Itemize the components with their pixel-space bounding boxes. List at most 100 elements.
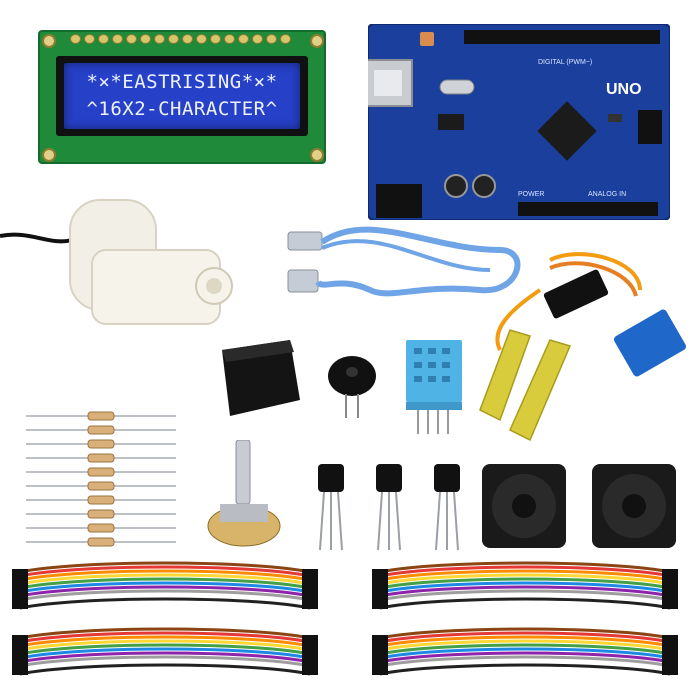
arduino-model-label: UNO <box>606 81 642 98</box>
jumper-connector <box>302 577 318 581</box>
jumper-wire <box>19 597 311 610</box>
jumper-connector <box>12 589 28 593</box>
jumper-wire <box>19 589 311 602</box>
jumper-connector <box>302 635 318 639</box>
jumper-connector <box>12 655 28 659</box>
jumper-connector <box>302 643 318 647</box>
jumper-wire <box>19 577 311 590</box>
jumper-connector <box>302 593 318 597</box>
jumper-connector <box>12 605 28 609</box>
jumper-wire-ribbons <box>12 561 678 676</box>
usb-cable <box>287 226 521 297</box>
resistors <box>26 411 176 547</box>
jumper-connector <box>12 643 28 647</box>
jumper-wire <box>379 663 671 676</box>
resistor-body <box>87 439 115 449</box>
jumper-connector <box>12 593 28 597</box>
jumper-wire <box>19 651 311 664</box>
jumper-connector <box>662 577 678 581</box>
jumper-connector <box>302 663 318 667</box>
jumper-connector <box>302 667 318 671</box>
jumper-connector <box>302 601 318 605</box>
jumper-wire <box>19 663 311 676</box>
resistor-body <box>87 425 115 435</box>
jumper-connector <box>372 663 388 667</box>
jumper-connector <box>372 647 388 651</box>
jumper-connector <box>12 667 28 671</box>
jumper-wire <box>379 593 671 606</box>
jumper-wire <box>379 647 671 660</box>
relay-module <box>222 340 300 416</box>
jumper-connector <box>302 573 318 577</box>
jumper-wire <box>19 561 311 574</box>
jumper-connector <box>372 569 388 573</box>
jumper-connector <box>372 577 388 581</box>
lcd-mount-hole <box>310 148 324 162</box>
jumper-connector <box>12 577 28 581</box>
jumper-connector <box>12 569 28 573</box>
jumper-connector <box>372 671 388 675</box>
jumper-wire <box>19 565 311 578</box>
lcd-screen: *×*EASTRISING*×* ^16X2-CHARACTER^ <box>64 63 300 129</box>
jumper-connector <box>662 573 678 577</box>
jumper-wire <box>379 627 671 640</box>
jumper-connector <box>12 601 28 605</box>
jumper-connector <box>12 663 28 667</box>
jumper-connector <box>662 589 678 593</box>
jumper-connector <box>662 585 678 589</box>
jumper-wire <box>19 659 311 672</box>
jumper-connector <box>12 635 28 639</box>
jumper-connector <box>372 597 388 601</box>
jumper-connector <box>662 639 678 643</box>
jumper-connector <box>12 671 28 675</box>
jumper-connector <box>662 635 678 639</box>
resistor-body <box>87 495 115 505</box>
jumper-wire <box>19 627 311 640</box>
jumper-connector <box>302 569 318 573</box>
lcd-mount-hole <box>310 34 324 48</box>
jumper-connector <box>662 597 678 601</box>
jumper-wire <box>379 569 671 582</box>
jumper-wire <box>19 643 311 656</box>
jumper-wire <box>379 635 671 648</box>
resistor-body <box>87 467 115 477</box>
water-pump <box>0 199 233 325</box>
jumper-connector <box>372 581 388 585</box>
resistor-body <box>87 523 115 533</box>
jumper-connector <box>662 601 678 605</box>
jumper-wire <box>19 655 311 668</box>
jumper-connector <box>372 667 388 671</box>
jumper-wire <box>379 585 671 598</box>
jumper-wire <box>379 577 671 590</box>
jumper-connector <box>302 639 318 643</box>
jumper-connector <box>372 651 388 655</box>
jumper-connector <box>662 581 678 585</box>
buzzer <box>328 356 376 418</box>
jumper-wire <box>19 593 311 606</box>
soil-moisture-sensor <box>479 252 687 442</box>
jumper-connector <box>662 605 678 609</box>
jumper-connector <box>302 589 318 593</box>
jumper-connector <box>662 569 678 573</box>
jumper-connector <box>12 647 28 651</box>
jumper-wire <box>379 597 671 610</box>
jumper-wire <box>379 561 671 574</box>
jumper-connector <box>662 643 678 647</box>
jumper-connector <box>302 659 318 663</box>
jumper-connector <box>662 647 678 651</box>
jumper-connector <box>662 659 678 663</box>
jumper-connector <box>12 581 28 585</box>
jumper-wire <box>19 639 311 652</box>
jumper-connector <box>302 585 318 589</box>
jumper-wire <box>379 655 671 668</box>
dht11-sensor <box>406 340 462 434</box>
lcd-line-1: *×*EASTRISING*×* <box>86 71 278 93</box>
jumper-connector <box>662 651 678 655</box>
jumper-connector <box>372 635 388 639</box>
jumper-connector <box>372 655 388 659</box>
jumper-connector <box>302 651 318 655</box>
jumper-connector <box>372 639 388 643</box>
arduino-analog-label: ANALOG IN <box>588 191 626 198</box>
cooling-fans <box>482 464 676 548</box>
jumper-wire <box>19 585 311 598</box>
